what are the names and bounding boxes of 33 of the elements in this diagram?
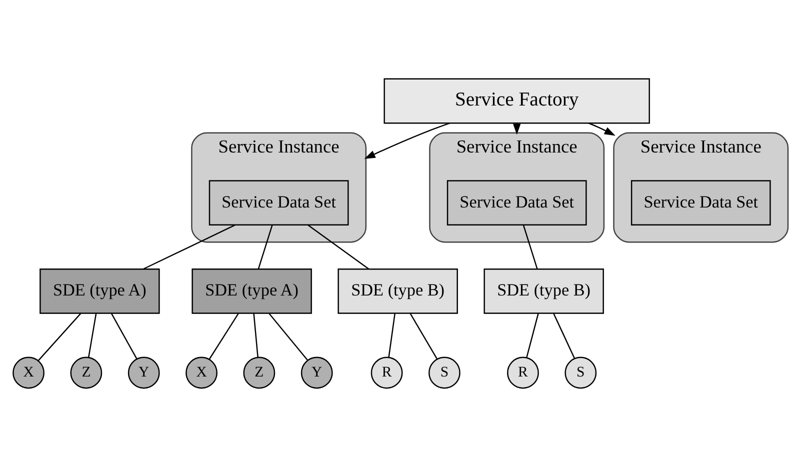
node-box: Service Data Set <box>630 180 771 226</box>
node-circle: S <box>564 356 597 388</box>
connector <box>268 312 308 360</box>
node-circle: S <box>428 356 460 388</box>
connector <box>258 224 273 269</box>
connector <box>253 313 258 357</box>
connector <box>388 313 396 358</box>
connector <box>38 312 82 361</box>
node-box: SDE (type B) <box>484 268 604 314</box>
connector <box>522 224 538 269</box>
node-circle: Y <box>128 356 160 388</box>
node-box: SDE (type A) <box>192 268 312 314</box>
node-box: SDE (type A) <box>40 268 160 314</box>
arrow <box>364 122 450 158</box>
connector <box>111 312 138 359</box>
node-circle: X <box>12 356 44 388</box>
connector <box>88 313 97 358</box>
node-box: Service Data Set <box>446 180 587 226</box>
node-circle: Z <box>70 356 102 388</box>
connector <box>410 312 438 359</box>
node-box: SDE (type B) <box>338 268 458 314</box>
connector <box>143 224 236 270</box>
arrow <box>588 122 616 136</box>
node-circle: R <box>507 356 539 388</box>
node-circle: X <box>186 356 218 388</box>
connector <box>208 312 239 360</box>
connector <box>526 312 539 358</box>
node-circle: Z <box>243 356 276 388</box>
connector <box>308 224 370 269</box>
node-circle: R <box>370 356 403 388</box>
node-circle: Y <box>300 356 333 388</box>
connector <box>553 312 576 358</box>
node-box: Service Data Set <box>208 180 349 226</box>
